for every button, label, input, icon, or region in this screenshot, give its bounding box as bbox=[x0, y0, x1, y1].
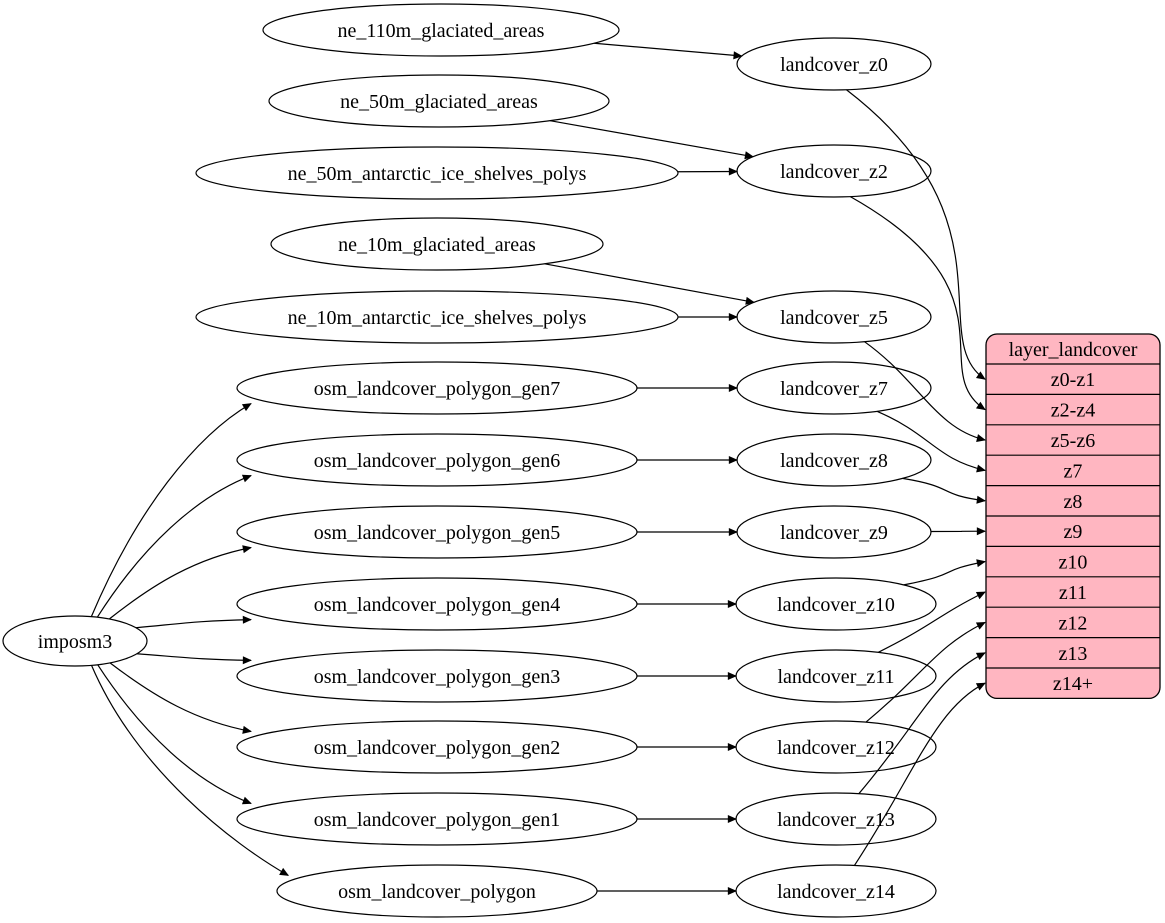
node-label: osm_landcover_polygon_gen5 bbox=[314, 522, 561, 544]
node-label: ne_110m_glaciated_areas bbox=[338, 20, 545, 42]
edge-landcover_z12-to-row-z12 bbox=[865, 621, 986, 723]
node-label: osm_landcover_polygon_gen1 bbox=[314, 809, 561, 831]
record-title: layer_landcover bbox=[1009, 339, 1138, 361]
node-label: osm_landcover_polygon_gen6 bbox=[314, 450, 561, 472]
node-osm_landcover_polygon_gen4: osm_landcover_polygon_gen4 bbox=[236, 577, 638, 631]
node-label: landcover_z13 bbox=[777, 809, 895, 831]
edge-ne_50m_glaciated_areas-to-landcover_z2 bbox=[549, 120, 755, 160]
node-landcover_z8: landcover_z8 bbox=[736, 433, 932, 487]
edge-imposm3-to-osm_landcover_polygon_gen2 bbox=[109, 662, 252, 734]
record-row-z5-z6: z5-z6 bbox=[1051, 430, 1095, 452]
node-label: landcover_z8 bbox=[780, 450, 888, 472]
node-label: ne_10m_glaciated_areas bbox=[338, 234, 536, 256]
node-landcover_z0: landcover_z0 bbox=[736, 37, 932, 91]
edge-imposm3-to-osm_landcover_polygon_gen7 bbox=[90, 403, 252, 617]
node-ne_50m_antarctic_ice_shelves_polys: ne_50m_antarctic_ice_shelves_polys bbox=[195, 146, 679, 200]
node-label: landcover_z10 bbox=[777, 594, 895, 616]
node-landcover_z2: landcover_z2 bbox=[736, 144, 932, 198]
node-landcover_z11: landcover_z11 bbox=[735, 649, 937, 703]
node-landcover_z7: landcover_z7 bbox=[736, 361, 932, 415]
node-landcover_z5: landcover_z5 bbox=[736, 290, 932, 344]
edge-ne_110m_glaciated_areas-to-landcover_z0 bbox=[594, 42, 743, 60]
edge-landcover_z5-to-row-z5-z6 bbox=[864, 341, 986, 443]
record-row-z0-z1: z0-z1 bbox=[1051, 369, 1095, 391]
edge-landcover_z10-to-row-z10 bbox=[903, 559, 986, 586]
node-label: imposm3 bbox=[38, 631, 112, 653]
node-landcover_z9: landcover_z9 bbox=[736, 505, 932, 559]
edge-landcover_z11-to-row-z11 bbox=[877, 591, 986, 653]
record-row-z11: z11 bbox=[1059, 582, 1087, 604]
node-ne_10m_antarctic_ice_shelves_polys: ne_10m_antarctic_ice_shelves_polys bbox=[195, 290, 679, 344]
node-shape bbox=[736, 37, 932, 91]
record-node-layer-landcover: layer_landcover z0-z1 z2-z4 z5-z6 z7 z8 z9 z10 z… bbox=[985, 333, 1161, 700]
edge-landcover_z8-to-row-z8 bbox=[902, 477, 986, 504]
node-label: ne_50m_antarctic_ice_shelves_polys bbox=[288, 163, 587, 185]
edge-landcover_z13-to-row-z13 bbox=[858, 652, 986, 795]
edge-imposm3-to-osm_landcover_polygon_gen4 bbox=[135, 615, 252, 629]
node-label: landcover_z12 bbox=[777, 737, 895, 759]
edge-imposm3-to-osm_landcover_polygon_gen1 bbox=[97, 664, 252, 805]
record-row-z7: z7 bbox=[1064, 460, 1083, 482]
node-osm_landcover_polygon: osm_landcover_polygon bbox=[276, 864, 598, 918]
node-shape bbox=[2, 615, 148, 667]
node-label: ne_50m_glaciated_areas bbox=[340, 91, 538, 113]
record-row-z12: z12 bbox=[1059, 612, 1088, 634]
record-row-z2-z4: z2-z4 bbox=[1051, 400, 1095, 422]
node-label: landcover_z0 bbox=[780, 54, 888, 76]
node-label: ne_10m_antarctic_ice_shelves_polys bbox=[288, 307, 587, 329]
record-row-z14+: z14+ bbox=[1053, 673, 1093, 695]
record-row-z10: z10 bbox=[1059, 552, 1088, 574]
node-label: osm_landcover_polygon_gen4 bbox=[314, 594, 561, 616]
node-label: landcover_z5 bbox=[780, 307, 888, 329]
edge-imposm3-to-osm_landcover_polygon_gen6 bbox=[96, 474, 252, 618]
edge-landcover_z14-to-row-z14+ bbox=[853, 682, 986, 866]
edge-landcover_z0-to-row-z0-z1 bbox=[846, 89, 986, 380]
node-ne_50m_glaciated_areas: ne_50m_glaciated_areas bbox=[268, 74, 610, 128]
node-label: osm_landcover_polygon_gen3 bbox=[314, 666, 561, 688]
node-osm_landcover_polygon_gen7: osm_landcover_polygon_gen7 bbox=[236, 361, 638, 415]
node-osm_landcover_polygon_gen5: osm_landcover_polygon_gen5 bbox=[236, 505, 638, 559]
node-shape bbox=[262, 3, 620, 57]
edge-landcover_z7-to-row-z7 bbox=[876, 410, 986, 473]
edge-imposm3-to-osm_landcover_polygon_gen5 bbox=[108, 545, 252, 620]
node-label: landcover_z14 bbox=[777, 881, 895, 903]
node-label: landcover_z11 bbox=[778, 666, 895, 688]
node-ne_110m_glaciated_areas: ne_110m_glaciated_areas bbox=[262, 3, 620, 57]
node-label: osm_landcover_polygon_gen2 bbox=[314, 737, 561, 759]
node-landcover_z14: landcover_z14 bbox=[735, 864, 937, 918]
node-shape bbox=[195, 146, 679, 200]
node-osm_landcover_polygon_gen2: osm_landcover_polygon_gen2 bbox=[236, 720, 638, 774]
node-osm_landcover_polygon_gen3: osm_landcover_polygon_gen3 bbox=[236, 649, 638, 703]
node-osm_landcover_polygon_gen6: osm_landcover_polygon_gen6 bbox=[236, 433, 638, 487]
node-imposm3: imposm3 bbox=[2, 615, 148, 667]
edge-landcover_z2-to-row-z2-z4 bbox=[850, 196, 986, 411]
node-landcover_z13: landcover_z13 bbox=[735, 792, 937, 846]
node-shape bbox=[270, 217, 604, 271]
record-row-z9: z9 bbox=[1064, 521, 1083, 543]
node-label: osm_landcover_polygon_gen7 bbox=[314, 378, 561, 400]
edge-imposm3-to-osm_landcover_polygon_gen3 bbox=[136, 653, 252, 665]
record-row-z8: z8 bbox=[1064, 491, 1083, 513]
node-osm_landcover_polygon_gen1: osm_landcover_polygon_gen1 bbox=[236, 792, 638, 846]
edge-ne_10m_glaciated_areas-to-landcover_z5 bbox=[544, 263, 755, 305]
node-label: landcover_z7 bbox=[780, 378, 888, 400]
node-ne_10m_glaciated_areas: ne_10m_glaciated_areas bbox=[270, 217, 604, 271]
node-label: osm_landcover_polygon bbox=[338, 881, 536, 903]
node-label: landcover_z9 bbox=[780, 522, 888, 544]
node-shape bbox=[268, 74, 610, 128]
record-row-z13: z13 bbox=[1059, 643, 1088, 665]
node-label: landcover_z2 bbox=[780, 161, 888, 183]
node-landcover_z10: landcover_z10 bbox=[735, 577, 937, 631]
node-landcover_z12: landcover_z12 bbox=[735, 720, 937, 774]
edge-imposm3-to-osm_landcover_polygon bbox=[90, 665, 290, 876]
